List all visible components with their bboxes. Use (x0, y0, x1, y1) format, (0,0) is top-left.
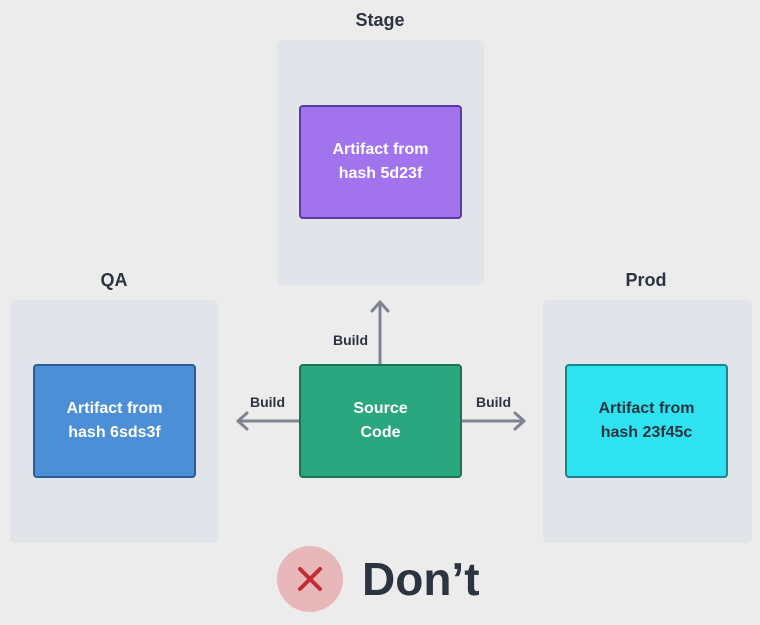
qa-artifact-label: Artifact from hash 6sds3f (66, 400, 163, 441)
prod-title: Prod (625, 270, 667, 290)
stage-title: Stage (355, 10, 405, 30)
arrow-up-head (370, 300, 390, 313)
qa-artifact-box: Artifact from hash 6sds3f (33, 364, 196, 478)
arrow-left-head (236, 411, 249, 431)
stage-artifact-box: Artifact from hash 5d23f (299, 105, 462, 219)
qa-title: QA (100, 270, 128, 290)
prod-artifact-label: Artifact from hash 23f45c (598, 400, 695, 441)
x-icon (277, 546, 343, 612)
source-code-label: Source Code (353, 400, 408, 441)
dont-label: Don’t (362, 553, 480, 605)
build-label-up: Build (333, 332, 368, 348)
build-label-right: Build (476, 394, 511, 410)
stage-artifact-label: Artifact from hash 5d23f (332, 141, 429, 182)
prod-artifact-box: Artifact from hash 23f45c (565, 364, 728, 478)
source-code-box: Source Code (299, 364, 462, 478)
arrow-right-head (513, 411, 526, 431)
build-label-left: Build (250, 394, 285, 410)
